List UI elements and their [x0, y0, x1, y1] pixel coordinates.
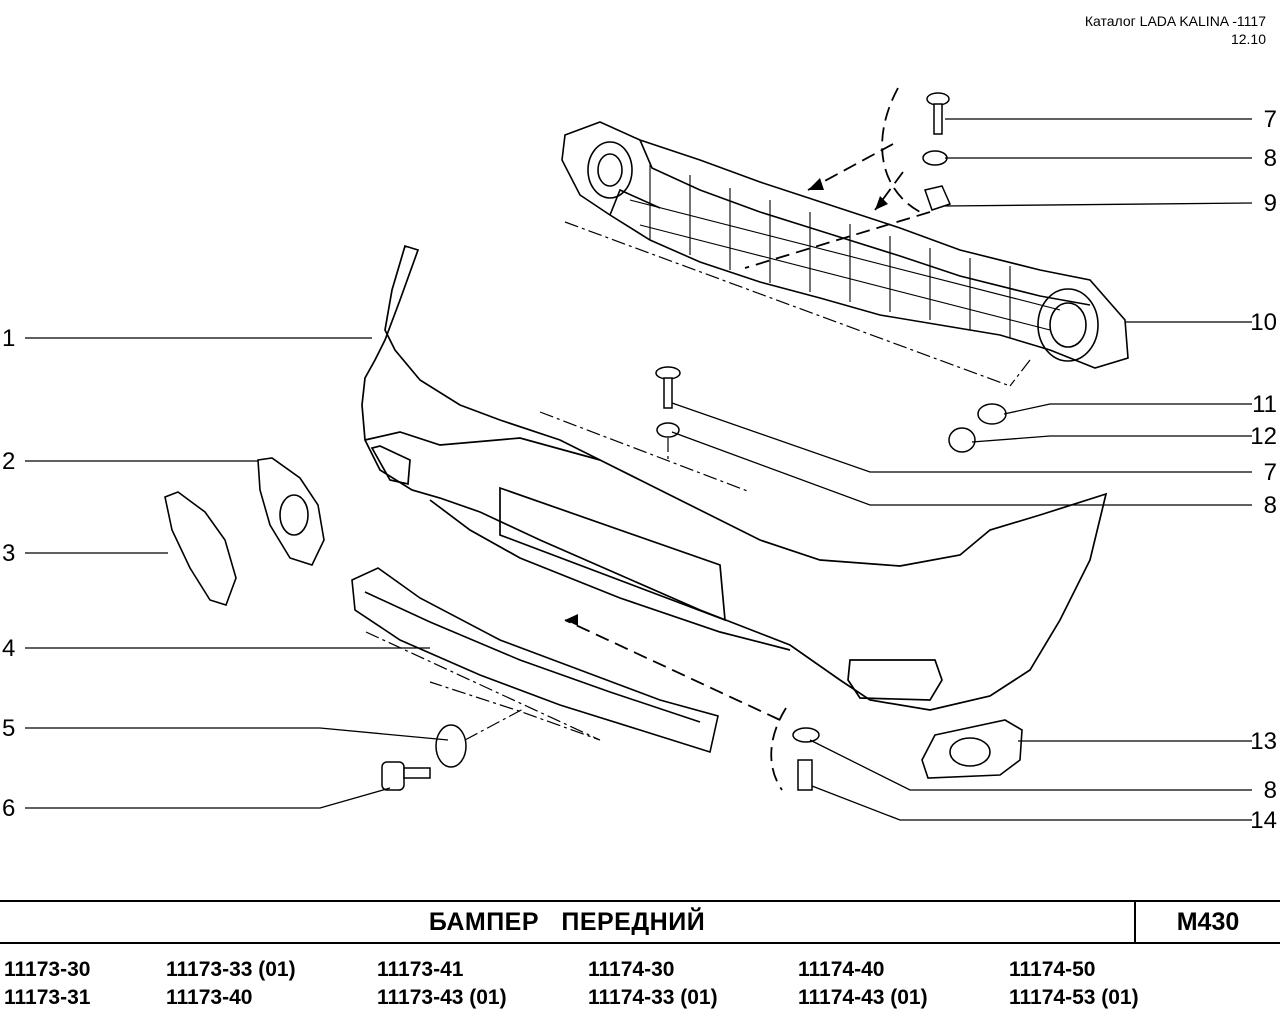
title-divider — [1134, 902, 1136, 942]
model-code: 11173-41 — [377, 958, 464, 981]
catalog-date: 12.10 — [1230, 31, 1266, 47]
model-code: 11173-31 — [4, 986, 91, 1009]
callout-label: 8 — [1264, 145, 1277, 172]
model-code: 11173-40 — [166, 986, 253, 1009]
fog-frame-right — [921, 719, 1023, 779]
callout-label: 8 — [1264, 777, 1277, 804]
callout-label: 14 — [1250, 807, 1277, 834]
callout-numbers-right: 7 8 9 10 11 12 7 8 13 8 14 — [1250, 106, 1277, 834]
exploded-parts-diagram: 1 2 3 4 5 6 7 8 9 10 11 12 7 8 13 8 14 — [2, 87, 1277, 834]
model-code: 11174-50 — [1009, 958, 1096, 981]
callout-label: 7 — [1264, 459, 1277, 486]
model-code: 11174-53 (01) — [1009, 986, 1139, 1009]
callout-numbers-left: 1 2 3 4 5 6 — [2, 325, 15, 822]
model-code: 11173-33 (01) — [166, 958, 296, 981]
model-code: 11174-30 — [588, 958, 675, 981]
bumper-plug — [164, 491, 237, 606]
model-code: 11173-43 (01) — [377, 986, 507, 1009]
bumper-shell — [361, 244, 1108, 711]
callout-label: 13 — [1250, 728, 1277, 755]
model-code: 11174-33 (01) — [588, 986, 718, 1009]
catalog-header: Каталог LADA KALINA -1117 12.10 — [1085, 12, 1266, 48]
model-code: 11174-40 — [798, 958, 885, 981]
callout-label: 1 — [2, 325, 15, 352]
assembly-lines — [365, 221, 1031, 741]
callout-lines — [25, 118, 1253, 821]
callout-label: 3 — [2, 540, 15, 567]
section-code: M430 — [1176, 908, 1240, 936]
callout-label: 10 — [1250, 309, 1277, 336]
callout-label: 4 — [2, 635, 15, 662]
model-code: 11173-30 — [4, 958, 91, 981]
fog-frame-left — [257, 457, 325, 566]
title-block: БАМПЕР ПЕРЕДНИЙ M430 — [0, 900, 1280, 944]
callout-label: 11 — [1252, 391, 1277, 418]
page-title: БАМПЕР ПЕРЕДНИЙ — [428, 908, 706, 936]
bumper-absorber — [561, 121, 1129, 369]
fasteners — [381, 92, 1007, 791]
callout-label: 9 — [1264, 190, 1277, 217]
callout-label: 7 — [1264, 106, 1277, 133]
callout-label: 5 — [2, 715, 15, 742]
callout-label: 6 — [2, 795, 15, 822]
arrow-heads — [565, 178, 888, 626]
lower-grille — [351, 567, 719, 754]
callout-label: 12 — [1250, 423, 1277, 450]
callout-label: 8 — [1264, 492, 1277, 519]
callout-label: 2 — [2, 448, 15, 475]
catalog-title: Каталог LADA KALINA -1117 — [1084, 13, 1266, 29]
model-code: 11174-43 (01) — [798, 986, 928, 1009]
direction-arrows — [564, 87, 931, 791]
